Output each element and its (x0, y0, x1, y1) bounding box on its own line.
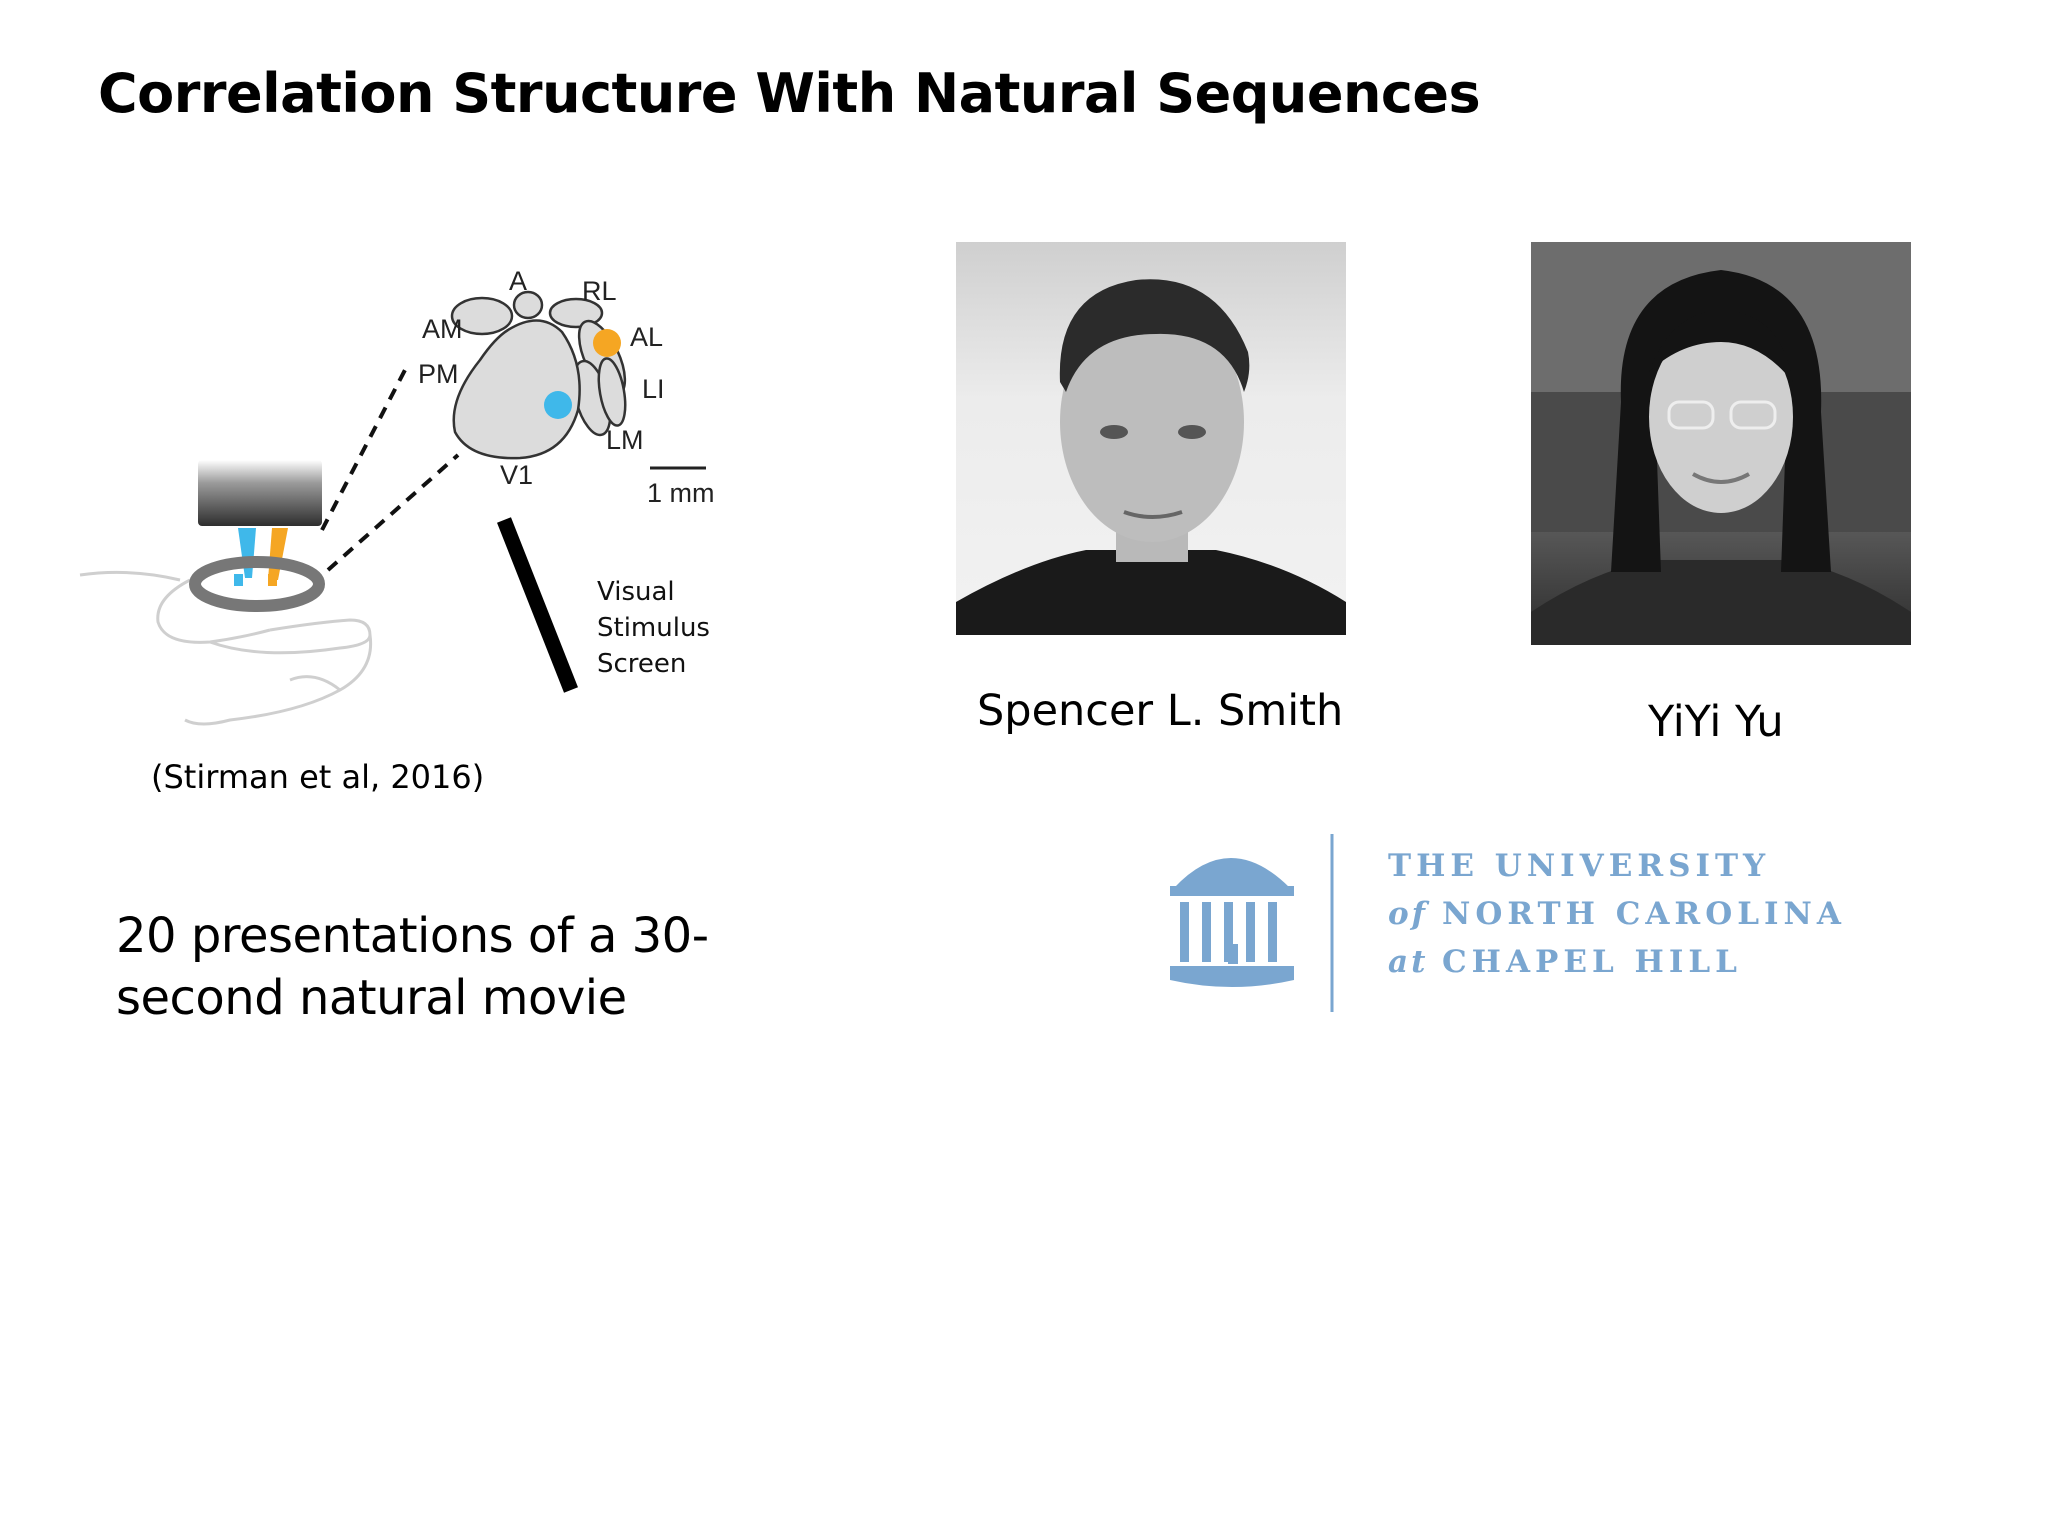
person-name-yu: YiYi Yu (1648, 697, 1784, 747)
area-label-al: AL (630, 322, 663, 352)
unc-logo: THE UNIVERSITY of NORTH CAROLINA at CHAP… (1170, 834, 1846, 1012)
slide-title: Correlation Structure With Natural Seque… (98, 62, 1481, 125)
unc-line-3-prefix: at (1388, 944, 1428, 980)
visual-cortex-map (450, 290, 627, 460)
area-label-rl: RL (582, 276, 617, 306)
slide-description: 20 presentations of a 30-second natural … (116, 908, 709, 1026)
area-label-pm: PM (418, 359, 459, 389)
person-name-smith: Spencer L. Smith (977, 686, 1344, 736)
v1-spot (544, 391, 572, 419)
portrait-placeholder-yu (1531, 242, 1911, 645)
scale-bar-label: 1 mm (647, 478, 715, 508)
area-label-a: A (509, 266, 527, 296)
unc-line-1: THE UNIVERSITY (1388, 848, 1770, 884)
screen-label-line-1: Visual (597, 577, 675, 607)
area-label-am: AM (422, 314, 463, 344)
portrait-photo-smith (956, 242, 1346, 635)
mouse-outline (79, 570, 373, 726)
screen-label-line-3: Screen (597, 649, 686, 679)
area-label-v1: V1 (500, 460, 533, 490)
portrait-photo-yu (1531, 242, 1911, 645)
unc-line-3: CHAPEL HILL (1442, 944, 1742, 980)
two-photon-setup-diagram: A RL AM AL PM LI LM V1 1 mm Visual Stimu… (79, 266, 715, 726)
screen-label-line-2: Stimulus (597, 613, 710, 643)
unc-line-2: NORTH CAROLINA (1442, 896, 1846, 932)
stimulus-screen (497, 517, 578, 693)
citation: (Stirman et al, 2016) (151, 758, 485, 796)
unc-line-2-prefix: of (1388, 896, 1430, 932)
projection-lines (320, 369, 460, 572)
area-label-lm: LM (606, 425, 644, 455)
old-well-icon (1170, 858, 1294, 987)
al-spot (593, 329, 621, 357)
portrait-placeholder-smith (956, 279, 1346, 635)
area-label-li: LI (642, 374, 665, 404)
cranial-window (189, 556, 325, 612)
